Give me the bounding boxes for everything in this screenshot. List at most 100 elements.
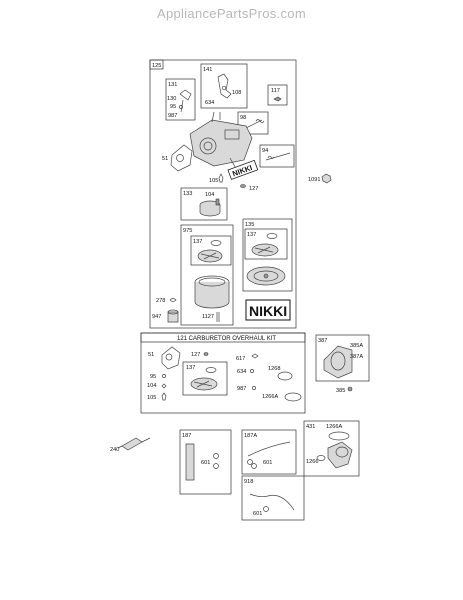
nikki-tag-large-frame — [245, 299, 291, 321]
overhaul-kit-header — [140, 332, 306, 343]
subassembly-975-inner-137-frame — [190, 235, 232, 266]
kit-part-95-label: 95 — [150, 374, 156, 380]
float-bowl-975 — [194, 282, 230, 309]
assembly-431: 431 1266A 1266 — [303, 420, 360, 477]
subassembly-117-number: 117 — [271, 88, 280, 94]
subassembly-131: 131 130 95 987 — [165, 78, 196, 121]
subassembly-135: 135 137 — [242, 218, 293, 292]
part-104-label: 104 — [205, 192, 214, 198]
part-1127-label: 1127 — [202, 314, 214, 320]
nikki-tag-small-frame — [227, 159, 259, 180]
kit-part-51-label: 51 — [148, 352, 154, 358]
assembly-187A: 187A 601 — [241, 429, 297, 475]
subassembly-135-number: 135 — [245, 222, 254, 228]
mixture-spring-part — [267, 155, 275, 159]
kit-diaphragm-ribs — [193, 380, 213, 388]
clamp-601-187-b — [213, 463, 219, 469]
subassembly-117: 117 — [267, 84, 288, 106]
kit-part-1266A-label: 1266A — [262, 394, 278, 400]
kit-inner-137-frame — [182, 361, 228, 396]
clamp-601-187A-a — [247, 459, 253, 465]
part-601-918-label: 601 — [253, 511, 262, 517]
subassembly-975-frame — [180, 224, 234, 326]
pump-cover-135-hub — [263, 273, 269, 279]
intake-elbow-431 — [327, 441, 353, 469]
assembly-431-frame — [303, 420, 360, 477]
fuel-line-187 — [185, 443, 195, 481]
part-51-label: 51 — [162, 156, 168, 162]
assembly-918-number: 918 — [244, 479, 253, 485]
carburetor-housing — [189, 119, 253, 167]
subassembly-98-frame — [237, 111, 269, 135]
kit-oring-95-part — [162, 374, 166, 378]
assembly-125-number: 125 — [152, 63, 161, 69]
idle-spring-part — [255, 119, 265, 123]
kit-part-1268-label: 1268 — [268, 366, 280, 372]
screw-385-part — [347, 386, 353, 392]
part-240-label: 240 — [110, 447, 119, 453]
pin-105-part — [218, 173, 224, 183]
seal-ring-975 — [210, 240, 222, 246]
gasket-51-hole — [176, 154, 184, 162]
carburetor-body — [189, 111, 253, 177]
bolt-947-part — [167, 311, 179, 323]
subassembly-135-inner-137-number: 137 — [247, 232, 256, 238]
seal-ring-135 — [266, 233, 278, 239]
kit-pin-105 — [161, 392, 167, 401]
subassembly-131-frame — [165, 78, 196, 121]
part-1266A-431-label: 1266A — [326, 424, 342, 430]
mixture-screw-part — [265, 152, 291, 161]
bolt-947-top — [167, 309, 179, 315]
part-1266-label: 1266 — [306, 459, 318, 465]
kit-part-987-label: 987 — [237, 386, 246, 392]
kit-part-987 — [252, 386, 256, 390]
assembly-187-number: 187 — [182, 433, 191, 439]
float-bowl-975-inner — [198, 277, 226, 287]
float-104-pin — [215, 198, 220, 206]
assembly-387-frame — [315, 334, 370, 382]
clamp-601-187A-b — [251, 463, 257, 469]
assembly-187A-number: 187A — [244, 433, 257, 439]
assembly-187: 187 601 — [179, 429, 232, 495]
kit-gasket-51-hole — [165, 353, 173, 361]
fuel-filter-body — [121, 437, 143, 451]
part-387A-label: 387A — [350, 354, 363, 360]
part-95-label: 95 — [170, 104, 176, 110]
fuel-line-918 — [249, 493, 295, 511]
assembly-187-frame — [179, 429, 232, 495]
subassembly-141: 141 108 634 — [200, 63, 248, 109]
assembly-125-frame — [149, 59, 297, 329]
subassembly-133-frame — [180, 187, 228, 221]
subassembly-135-frame — [242, 218, 293, 292]
kit-part-617-label: 617 — [236, 356, 245, 362]
oring-95-part — [179, 105, 183, 109]
part-130-label: 130 — [167, 96, 176, 102]
clamp-601-918 — [263, 506, 269, 512]
subassembly-117-frame — [267, 84, 288, 106]
subassembly-141-frame — [200, 63, 248, 109]
kit-seal-634-part — [250, 369, 254, 373]
kit-part-634-label: 634 — [237, 369, 246, 375]
throttle-shaft-part — [217, 73, 232, 99]
part-108-label: 108 — [232, 90, 241, 96]
overhaul-kit-121: 121 CARBURETOR OVERHAUL KIT 51 127 617 9… — [140, 332, 306, 414]
carburetor-venturi — [203, 141, 213, 151]
part-601-187-label: 601 — [201, 460, 210, 466]
assembly-918: 918 601 — [241, 475, 305, 521]
idle-screw-part — [245, 119, 263, 129]
oring-1266A-431 — [328, 431, 350, 441]
kit-float-pin-104 — [161, 383, 167, 389]
assembly-125: 125 131 130 95 987 141 108 634 117 — [149, 59, 297, 329]
carburetor-throat — [199, 137, 217, 155]
subassembly-98-number: 98 — [240, 115, 246, 121]
assembly-125-tag — [149, 59, 164, 70]
part-385A-label: 385A — [350, 343, 363, 349]
clip-127-part — [240, 184, 246, 188]
float-104-body — [199, 205, 221, 217]
kit-part-617 — [251, 353, 259, 359]
choke-housing-bore — [330, 351, 346, 371]
diaphragm-135-ribs — [254, 246, 274, 254]
kit-inner-137-number: 137 — [186, 365, 195, 371]
kit-part-105-label: 105 — [147, 395, 156, 401]
